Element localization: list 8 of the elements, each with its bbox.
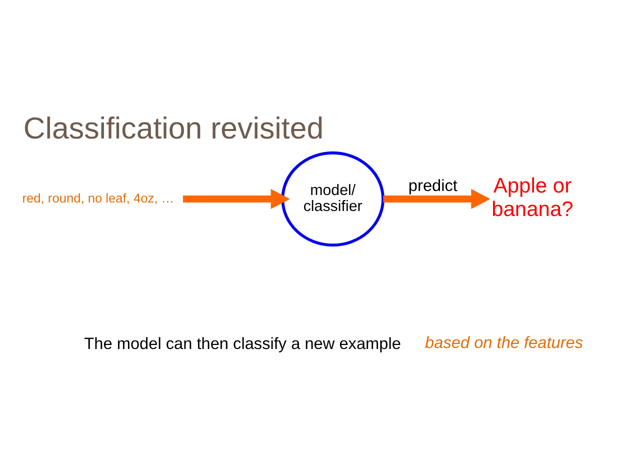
caption: The model can then classify a new example based on the features [84,334,584,353]
diagram-title: Classification revisited [23,112,324,146]
arrow [182,188,290,209]
node-text: red, round, no leaf, 4oz, … [22,190,174,205]
edge-label: predict [408,176,458,195]
node-circle: model/ classifier [281,150,384,246]
arrow [383,188,490,209]
node-text: Apple or banana? [492,174,574,220]
